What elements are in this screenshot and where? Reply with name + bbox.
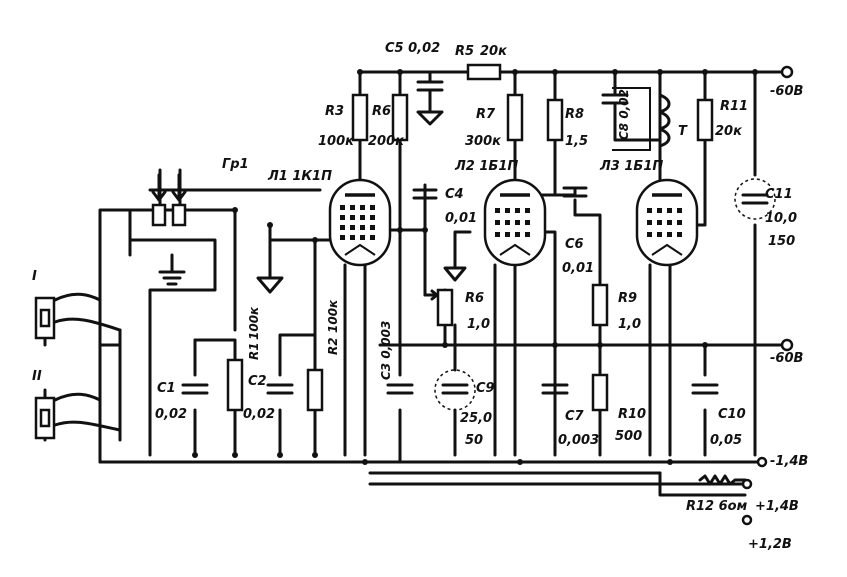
r3-value: 100к bbox=[318, 134, 355, 149]
resistor-r2 bbox=[306, 368, 324, 412]
potentiometer bbox=[423, 288, 454, 327]
input-2-label: II bbox=[32, 369, 42, 384]
c8-label: C8 0,02 bbox=[617, 89, 631, 140]
c7-name: C7 bbox=[565, 409, 585, 424]
tube-l1 bbox=[328, 178, 392, 267]
labels: Гр1 I II Л1 1К1П Л2 1Б1П Л3 1Б1П R3 100к… bbox=[32, 41, 808, 552]
c5-label: C5 0,02 bbox=[385, 41, 440, 56]
rail-top-label: -60В bbox=[770, 84, 803, 99]
wiring bbox=[43, 70, 787, 497]
r8-name: R8 bbox=[565, 107, 584, 122]
capacitor-c11 bbox=[734, 178, 776, 220]
pot-name: R6 bbox=[465, 291, 484, 306]
c1-value: 0,02 bbox=[155, 407, 187, 422]
tube-l2-label: Л2 1Б1П bbox=[454, 159, 518, 174]
capacitor-c2 bbox=[266, 383, 294, 395]
r1-value: 100к bbox=[247, 306, 261, 340]
input-jack-1 bbox=[34, 296, 56, 340]
pot-value: 1,0 bbox=[467, 317, 490, 332]
resistor-r10 bbox=[591, 373, 609, 412]
resistor-r1 bbox=[226, 358, 244, 412]
c4-name: C4 bbox=[445, 187, 464, 202]
r10-value: 500 bbox=[615, 429, 642, 444]
c1-name: C1 bbox=[157, 381, 176, 396]
c11-voltage: 150 bbox=[768, 234, 795, 249]
c6-value: 0,01 bbox=[562, 261, 594, 276]
junction-dots bbox=[192, 69, 758, 465]
rail-mid-label: -60В bbox=[770, 351, 803, 366]
resistor-r11 bbox=[696, 98, 714, 142]
tube-l1-label: Л1 1К1П bbox=[267, 169, 332, 184]
r5-value: 20к bbox=[480, 44, 508, 59]
c11-value: 10,0 bbox=[765, 211, 797, 226]
c9-voltage: 50 bbox=[465, 433, 483, 448]
input-jack-2 bbox=[34, 396, 56, 440]
transformer-label: T bbox=[678, 124, 688, 139]
ground-symbols bbox=[158, 98, 467, 294]
r1-label: R1 bbox=[247, 342, 261, 360]
r5-label: R5 bbox=[455, 44, 474, 59]
capacitor-c7 bbox=[541, 383, 569, 395]
gr1-plug bbox=[151, 173, 187, 227]
r7-name: R7 bbox=[476, 107, 496, 122]
output-transformer bbox=[612, 87, 671, 151]
capacitor-c10 bbox=[691, 383, 719, 395]
tube-l3 bbox=[635, 178, 699, 267]
capacitor-c6 bbox=[562, 186, 588, 198]
r11-value: 20к bbox=[715, 124, 743, 139]
r12-label: R12 6ом bbox=[686, 499, 748, 514]
resistor-r7 bbox=[506, 93, 524, 142]
c10-value: 0,05 bbox=[710, 433, 742, 448]
c9-value: 25,0 bbox=[460, 411, 492, 426]
c9-name: C9 bbox=[476, 381, 495, 396]
capacitor-c5 bbox=[416, 70, 444, 102]
capacitor-c9 bbox=[434, 369, 476, 411]
capacitor-c1 bbox=[181, 383, 209, 395]
r2-value: 100к bbox=[326, 299, 340, 333]
c3-label: C3 0,003 bbox=[379, 321, 393, 380]
c6-name: C6 bbox=[565, 237, 584, 252]
rail-terminals bbox=[741, 65, 794, 526]
input-1-label: I bbox=[32, 269, 37, 284]
resistor-r8 bbox=[546, 98, 564, 142]
r8-value: 1,5 bbox=[565, 134, 588, 149]
resistor-r6 bbox=[391, 93, 409, 142]
r9-name: R9 bbox=[618, 291, 637, 306]
c2-value: 0,02 bbox=[243, 407, 275, 422]
r10-name: R10 bbox=[618, 407, 646, 422]
r9-value: 1,0 bbox=[618, 317, 641, 332]
r6-name: R6 bbox=[372, 104, 391, 119]
c7-value: 0,003 bbox=[558, 433, 599, 448]
rail-low3-label: +1,2В bbox=[748, 537, 792, 552]
resistor-r3 bbox=[351, 93, 369, 142]
capacitor-c8 bbox=[601, 93, 629, 127]
r2-label: R2 bbox=[326, 337, 340, 355]
tube-l3-label: Л3 1Б1П bbox=[599, 159, 663, 174]
c10-name: C10 bbox=[718, 407, 746, 422]
r6-value: 200к bbox=[368, 134, 405, 149]
r7-value: 300к bbox=[465, 134, 502, 149]
resistor-r5 bbox=[466, 63, 502, 81]
capacitor-c4 bbox=[412, 188, 438, 200]
c4-value: 0,01 bbox=[445, 211, 477, 226]
capacitor-c3 bbox=[386, 383, 414, 395]
resistor-r9 bbox=[591, 283, 609, 327]
rail-low2-label: +1,4В bbox=[755, 499, 799, 514]
rail-low1-label: -1,4В bbox=[770, 454, 808, 469]
c11-name: C11 bbox=[765, 187, 793, 202]
c2-name: C2 bbox=[248, 374, 267, 389]
r3-name: R3 bbox=[325, 104, 344, 119]
tube-l2 bbox=[483, 178, 547, 267]
gr1-label: Гр1 bbox=[222, 157, 249, 172]
r11-name: R11 bbox=[720, 99, 748, 114]
